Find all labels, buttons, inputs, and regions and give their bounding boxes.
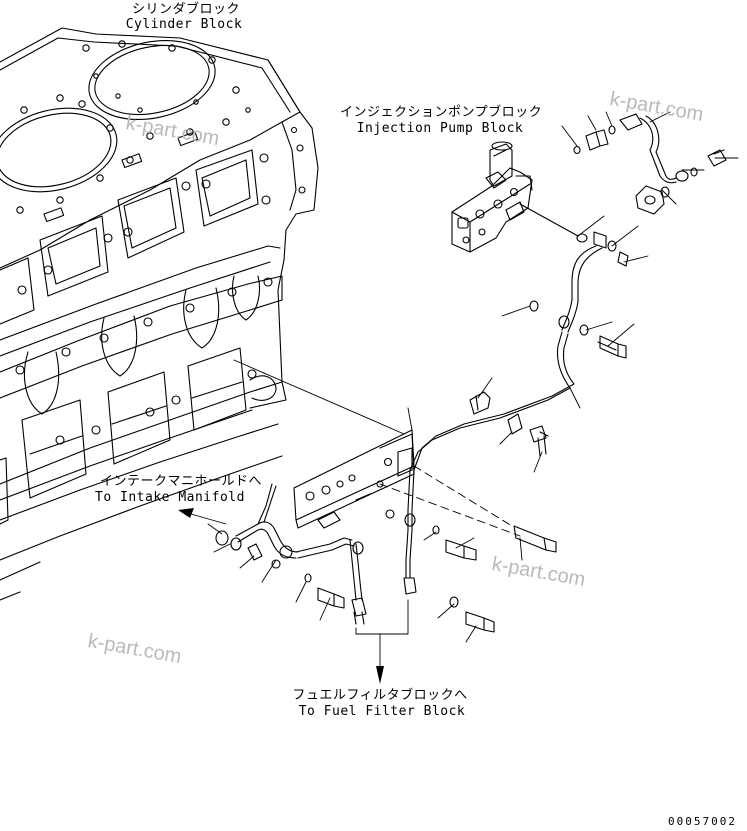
injection-pump-label-jp: インジェクションポンプブロック: [340, 105, 543, 120]
intake-manifold-label-jp: インテークマニホールドへ: [99, 474, 262, 489]
tube-clamps: [469, 391, 547, 457]
fuel-tube-upper: [417, 203, 629, 453]
fuel-filter-label-en: To Fuel Filter Block: [298, 704, 466, 719]
fuel-filter-arrow: [355, 599, 409, 673]
bracket-plate: [293, 429, 415, 529]
intake-manifold-label-en: To Intake Manifold: [95, 490, 245, 505]
drawing-code: 00057002: [668, 815, 737, 828]
fuel-filter-arrowhead: [376, 666, 384, 684]
leader-lines: [207, 111, 739, 643]
injection-pump-block: [451, 141, 533, 253]
intake-manifold-arrowhead: [178, 508, 194, 518]
cylinder-block-label-jp: シリンダブロック: [131, 2, 240, 17]
cylinder-block: [0, 27, 319, 601]
injection-pump-label-en: Injection Pump Block: [356, 121, 524, 136]
fuel-filter-label-jp: フュエルフィルタブロックへ: [292, 688, 468, 703]
fuel-tube-lower: [215, 431, 557, 633]
pump-fittings: [573, 113, 727, 215]
cylinder-block-label-en: Cylinder Block: [125, 17, 243, 32]
